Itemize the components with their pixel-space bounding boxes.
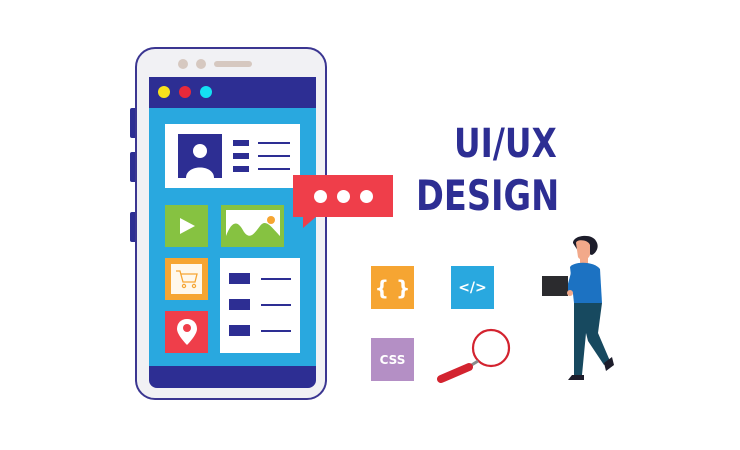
chat-dot-2 xyxy=(336,189,350,203)
list-row-line-1 xyxy=(261,278,291,280)
css-icon: CSS xyxy=(371,338,414,381)
window-dot-yellow xyxy=(158,86,170,98)
profile-row-marker-1 xyxy=(233,140,249,146)
phone-speaker xyxy=(214,61,252,67)
chat-bubble-tail xyxy=(303,216,317,228)
title-line-1: UI/UX xyxy=(454,121,557,167)
profile-row-marker-3 xyxy=(233,166,249,172)
phone-side-button-middle xyxy=(130,152,136,182)
phone-window-bar xyxy=(149,77,316,108)
landscape-image-icon xyxy=(225,210,280,242)
phone-camera-dot xyxy=(178,59,188,69)
user-avatar-icon xyxy=(178,134,222,178)
title-line-2: DESIGN xyxy=(416,171,560,220)
chat-dot-3 xyxy=(359,189,373,203)
image-tile[interactable] xyxy=(221,205,284,247)
list-row-line-3 xyxy=(261,330,291,332)
chat-ellipsis-icon xyxy=(293,175,393,217)
list-row-marker-2 xyxy=(229,299,250,310)
location-tile[interactable] xyxy=(165,311,208,353)
code-tag-icon: </> xyxy=(451,266,494,309)
phone-side-button-bottom xyxy=(130,212,136,242)
phone-sensor-dot xyxy=(196,59,206,69)
phone-side-button-top xyxy=(130,108,136,138)
phone-bottom-bar xyxy=(149,366,316,388)
braces-icon: { } xyxy=(371,266,414,309)
cart-tile[interactable] xyxy=(165,258,208,300)
magnifying-glass-icon xyxy=(437,328,511,383)
map-pin-icon xyxy=(176,319,197,345)
profile-row-line-1 xyxy=(258,142,290,144)
list-row-line-2 xyxy=(261,304,291,306)
video-tile[interactable] xyxy=(165,205,208,247)
chat-dot-1 xyxy=(313,189,327,203)
list-row-marker-1 xyxy=(229,273,250,284)
list-row-marker-3 xyxy=(229,325,250,336)
profile-row-line-3 xyxy=(258,168,290,170)
play-icon xyxy=(179,218,195,234)
profile-row-line-2 xyxy=(258,155,290,157)
profile-row-marker-2 xyxy=(233,153,249,159)
window-dot-red xyxy=(179,86,191,98)
person-with-laptop-icon xyxy=(542,235,614,380)
window-dot-cyan xyxy=(200,86,212,98)
shopping-cart-icon xyxy=(175,270,198,289)
